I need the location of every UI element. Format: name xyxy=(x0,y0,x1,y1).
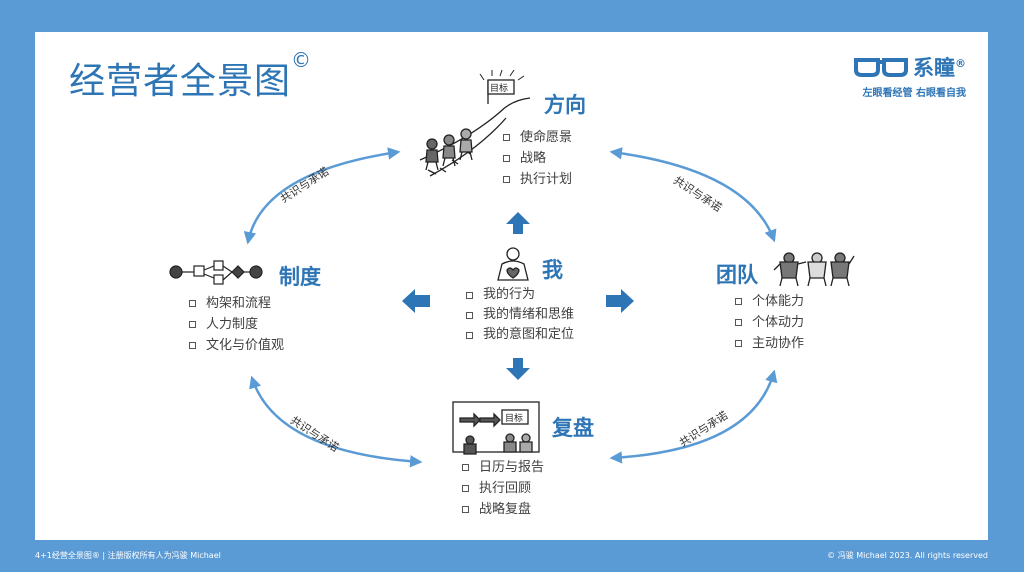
node-title-direction: 方向 xyxy=(544,93,586,117)
arc-bottom-left xyxy=(249,375,423,468)
footer-copyright-left: 4+1经营全景图® | 注册版权所有人为冯骏 Michael xyxy=(35,551,221,560)
node-title-system: 制度 xyxy=(279,265,321,289)
list-item: 个体动力 xyxy=(735,312,804,333)
arc-bottom-right xyxy=(609,369,778,464)
person-heart-icon xyxy=(497,247,529,281)
list-item: 日历与报告 xyxy=(462,457,544,478)
list-item: 个体能力 xyxy=(735,291,804,312)
node-list-direction: 使命愿景 战略 执行计划 xyxy=(503,127,572,190)
list-item: 主动协作 xyxy=(735,333,804,354)
node-title-self: 我 xyxy=(542,258,563,282)
node-list-system: 构架和流程 人力制度 文化与价值观 xyxy=(189,293,284,356)
team-people-icon xyxy=(773,252,855,287)
board-flag-text: 目标 xyxy=(505,412,523,424)
list-item: 战略 xyxy=(503,148,572,169)
brand-slogan: 左眼看经管 右眼看自我 xyxy=(862,88,966,99)
node-list-review: 日历与报告 执行回顾 战略复盘 xyxy=(462,457,544,520)
arc-top-right xyxy=(609,147,777,243)
footer-copyright-right: © 冯骏 Michael 2023. All rights reserved xyxy=(827,551,988,560)
brand-logo: 系瞳® 左眼看经管 右眼看自我 xyxy=(826,52,966,99)
arrow-up-icon xyxy=(506,212,530,234)
arc-top-left xyxy=(243,147,401,245)
arrow-left-icon xyxy=(402,289,430,313)
arrow-down-icon xyxy=(506,358,530,380)
page-title: 经营者全景图© xyxy=(69,48,313,102)
process-flow-icon xyxy=(169,260,263,285)
flag-text: 目标 xyxy=(490,82,508,94)
list-item: 人力制度 xyxy=(189,314,284,335)
copyright-mark: © xyxy=(291,48,313,72)
glasses-icon xyxy=(854,58,908,77)
list-item: 使命愿景 xyxy=(503,127,572,148)
brand-name: 系瞳® xyxy=(913,56,966,80)
list-item: 我的情绪和思维 xyxy=(466,305,574,325)
node-title-review: 复盘 xyxy=(552,416,594,440)
list-item: 战略复盘 xyxy=(462,499,544,520)
list-item: 执行回顾 xyxy=(462,478,544,499)
node-list-self: 我的行为 我的情绪和思维 我的意图和定位 xyxy=(466,285,574,345)
node-list-team: 个体能力 个体动力 主动协作 xyxy=(735,291,804,354)
arrow-right-icon xyxy=(606,289,634,313)
list-item: 我的行为 xyxy=(466,285,574,305)
slide-canvas: 经营者全景图© 系瞳® 左眼看经管 右眼看自我 xyxy=(35,32,988,540)
list-item: 构架和流程 xyxy=(189,293,284,314)
node-title-team: 团队 xyxy=(716,263,758,287)
list-item: 文化与价值观 xyxy=(189,335,284,356)
list-item: 我的意图和定位 xyxy=(466,325,574,345)
review-board-icon: 目标 xyxy=(452,401,540,455)
mountain-climbers-icon: 目标 xyxy=(419,69,531,177)
list-item: 执行计划 xyxy=(503,169,572,190)
